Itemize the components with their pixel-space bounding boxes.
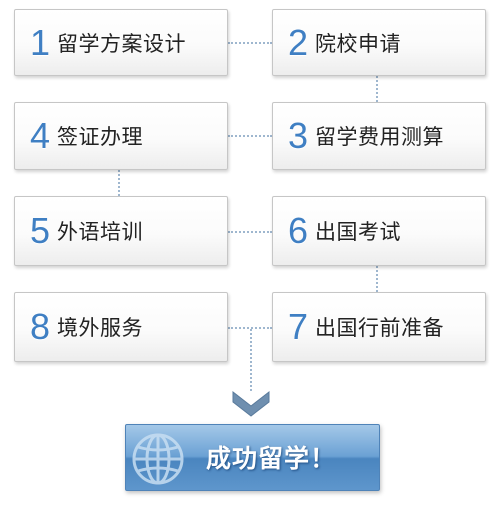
- step-label: 院校申请: [315, 31, 401, 56]
- step-label: 签证办理: [57, 125, 143, 149]
- step-8: 8 境外服务: [14, 292, 228, 362]
- step-label: 出国行前准备: [315, 316, 444, 340]
- step-label: 境外服务: [57, 316, 143, 340]
- step-7: 7 出国行前准备: [272, 292, 486, 362]
- connector-1-2: [228, 42, 272, 44]
- step-number: 6: [287, 210, 309, 251]
- success-banner: 成功留学！: [125, 424, 380, 491]
- step-6: 6 出国考试: [272, 196, 486, 266]
- step-5: 5 外语培训: [14, 196, 228, 266]
- step-3: 3 留学费用测算: [272, 102, 486, 170]
- globe-icon: [132, 433, 184, 485]
- connector-to-final: [250, 329, 252, 391]
- step-number: 8: [29, 306, 51, 347]
- step-number: 1: [29, 21, 51, 63]
- connector-2-3: [376, 76, 378, 102]
- connector-7-8: [228, 327, 272, 329]
- connector-5-6: [228, 231, 272, 233]
- step-4: 4 签证办理: [14, 102, 228, 170]
- step-label: 留学费用测算: [315, 125, 444, 149]
- step-number: 4: [29, 115, 51, 156]
- step-number: 7: [287, 306, 309, 347]
- connector-4-5: [118, 170, 120, 196]
- chevron-down-icon: [232, 390, 270, 417]
- step-number: 3: [287, 115, 309, 156]
- connector-3-4: [228, 135, 272, 137]
- step-1: 1 留学方案设计: [14, 9, 228, 76]
- step-label: 出国考试: [315, 220, 401, 244]
- connector-6-7: [376, 266, 378, 292]
- step-number: 5: [29, 210, 51, 251]
- step-label: 外语培训: [57, 220, 143, 244]
- step-number: 2: [287, 21, 309, 63]
- success-label: 成功留学！: [206, 444, 337, 473]
- step-label: 留学方案设计: [57, 31, 186, 56]
- step-2: 2 院校申请: [272, 9, 486, 76]
